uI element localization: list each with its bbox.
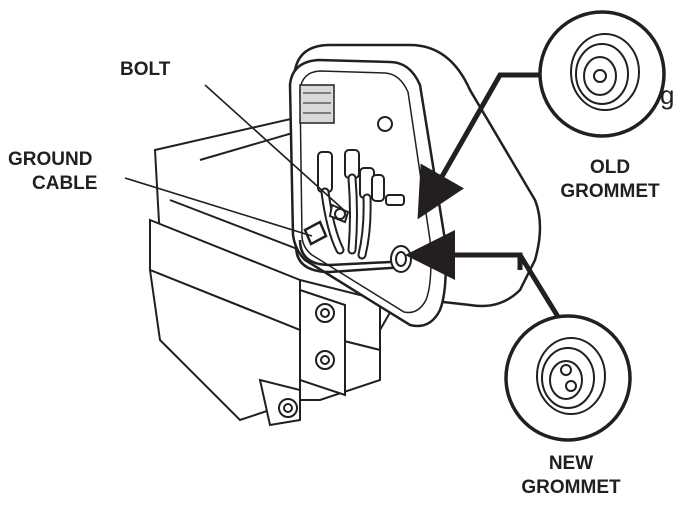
new-grommet-connector <box>517 253 563 322</box>
bolt-leader-line <box>204 84 347 213</box>
bracket-plate <box>278 288 346 418</box>
hydraulic-fittings <box>317 116 405 206</box>
new-grommet-label-line-2: GROMMET <box>521 477 621 498</box>
old-grommet-label-line-1: OLD <box>589 157 631 178</box>
old-grommet-label-line-2: GROMMET <box>560 181 660 202</box>
old-grommet-detail <box>538 10 666 138</box>
bolt-label: BOLT <box>120 59 171 80</box>
callout-arrows <box>405 72 563 322</box>
edge-text-fragment: g <box>660 80 673 110</box>
old-grommet-arrow <box>417 72 548 220</box>
leader-lines <box>124 84 347 237</box>
ground-cable-label-line-2: CABLE <box>32 173 98 194</box>
installed-grommet <box>390 245 412 273</box>
new-grommet-detail <box>504 314 632 442</box>
old-grommet-label: OLD GROMMET <box>555 156 665 204</box>
ground-cable-label: GROUND CABLE <box>8 148 97 196</box>
ground-cable-label-line-1: GROUND <box>8 149 93 170</box>
new-grommet-label-line-1: NEW <box>548 453 594 474</box>
ground-cable-leader-line <box>124 177 313 237</box>
new-grommet-label: NEW GROMMET <box>516 452 626 500</box>
